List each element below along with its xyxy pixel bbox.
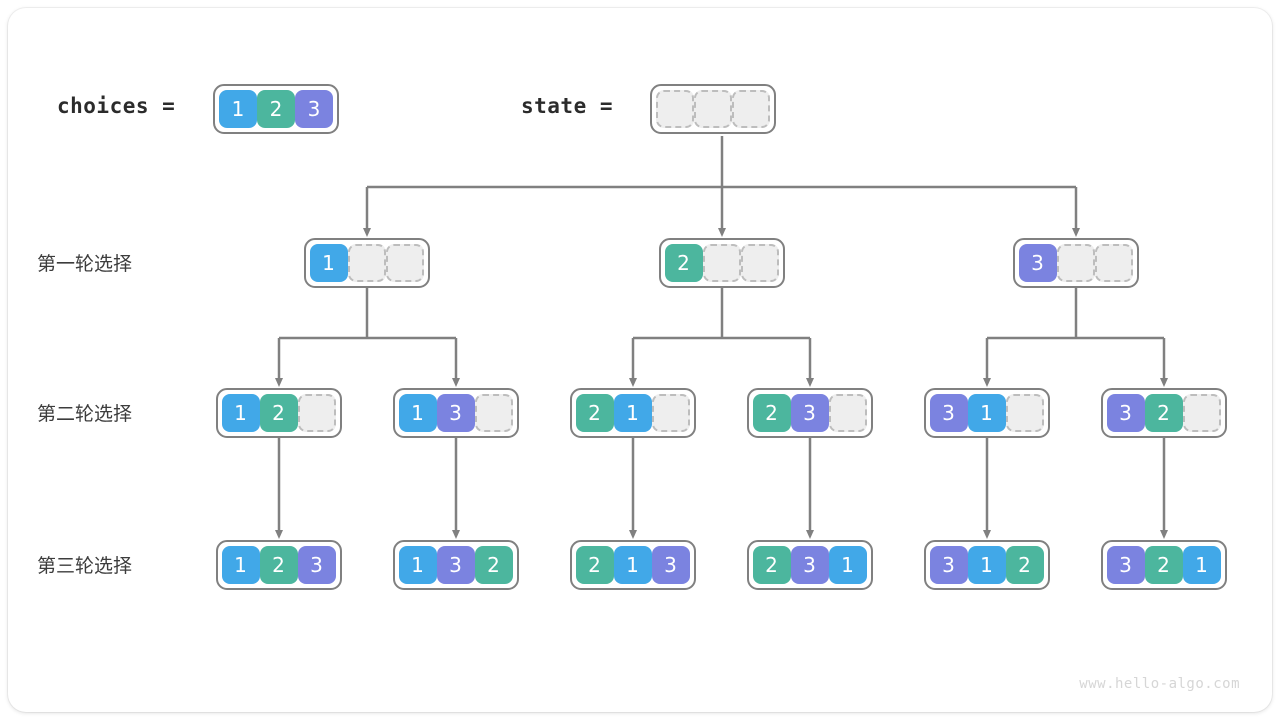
node-level1-1-cell-2 xyxy=(740,244,779,282)
node-level2-0-cell-2 xyxy=(297,394,336,432)
node-level2-5-cell-2 xyxy=(1182,394,1221,432)
node-level2-4-cell-1: 1 xyxy=(967,394,1006,432)
row-label-round-3: 第三轮选择 xyxy=(37,555,133,577)
node-level1-2: 3 xyxy=(1012,238,1139,288)
node-level2-3-cell-0: 2 xyxy=(752,394,791,432)
node-level3-1-cell-2: 2 xyxy=(474,546,513,584)
node-level3-4-cell-0: 3 xyxy=(929,546,968,584)
choices-cell-1: 2 xyxy=(257,90,295,128)
row-label-round-2: 第二轮选择 xyxy=(37,403,133,425)
node-level2-3-cell-1: 3 xyxy=(790,394,829,432)
node-level1-2-cell-0: 3 xyxy=(1018,244,1057,282)
node-level3-0-cell-1: 2 xyxy=(259,546,298,584)
node-level1-1: 2 xyxy=(658,238,785,288)
node-level3-5-cell-2: 1 xyxy=(1182,546,1221,584)
node-level3-0-cell-0: 1 xyxy=(221,546,260,584)
node-level1-2-cell-1 xyxy=(1056,244,1095,282)
node-level1-1-cell-0: 2 xyxy=(664,244,703,282)
row-label-round-1: 第一轮选择 xyxy=(37,253,133,275)
node-level3-3-cell-2: 1 xyxy=(828,546,867,584)
node-level3-2-cell-2: 3 xyxy=(651,546,690,584)
state-cell-1 xyxy=(694,90,732,128)
node-level1-2-cell-2 xyxy=(1094,244,1133,282)
node-level1-1-cell-1 xyxy=(702,244,741,282)
watermark: www.hello-algo.com xyxy=(1079,676,1240,692)
choices-cell-0: 1 xyxy=(219,90,257,128)
node-level2-1-cell-2 xyxy=(474,394,513,432)
node-level1-0-cell-2 xyxy=(385,244,424,282)
state-array xyxy=(650,84,776,134)
node-level2-4-cell-0: 3 xyxy=(929,394,968,432)
node-level3-0-cell-2: 3 xyxy=(297,546,336,584)
node-level3-3-cell-0: 2 xyxy=(752,546,791,584)
node-level2-2-cell-0: 2 xyxy=(575,394,614,432)
node-level3-4-cell-2: 2 xyxy=(1005,546,1044,584)
node-level2-0-cell-1: 2 xyxy=(259,394,298,432)
node-level2-2-cell-1: 1 xyxy=(613,394,652,432)
choices-cell-2: 3 xyxy=(295,90,333,128)
node-level2-1-cell-1: 3 xyxy=(436,394,475,432)
node-level2-5-cell-0: 3 xyxy=(1106,394,1145,432)
node-level2-1-cell-0: 1 xyxy=(398,394,437,432)
node-level2-4-cell-2 xyxy=(1005,394,1044,432)
node-level1-0-cell-1 xyxy=(347,244,386,282)
node-level3-5-cell-1: 2 xyxy=(1144,546,1183,584)
state-cell-2 xyxy=(732,90,770,128)
node-level1-0: 1 xyxy=(303,238,430,288)
node-level2-0-cell-0: 1 xyxy=(221,394,260,432)
node-level3-3-cell-1: 3 xyxy=(790,546,829,584)
state-label: state = xyxy=(521,94,614,118)
node-level2-3-cell-2 xyxy=(828,394,867,432)
node-level3-2-cell-1: 1 xyxy=(613,546,652,584)
state-cell-0 xyxy=(656,90,694,128)
node-level2-5-cell-1: 2 xyxy=(1144,394,1183,432)
node-level3-4-cell-1: 1 xyxy=(967,546,1006,584)
node-level3-2-cell-0: 2 xyxy=(575,546,614,584)
node-level3-5-cell-0: 3 xyxy=(1106,546,1145,584)
choices-label: choices = xyxy=(57,94,176,118)
node-level3-1-cell-1: 3 xyxy=(436,546,475,584)
node-level1-0-cell-0: 1 xyxy=(309,244,348,282)
node-level2-2-cell-2 xyxy=(651,394,690,432)
node-level3-1-cell-0: 1 xyxy=(398,546,437,584)
